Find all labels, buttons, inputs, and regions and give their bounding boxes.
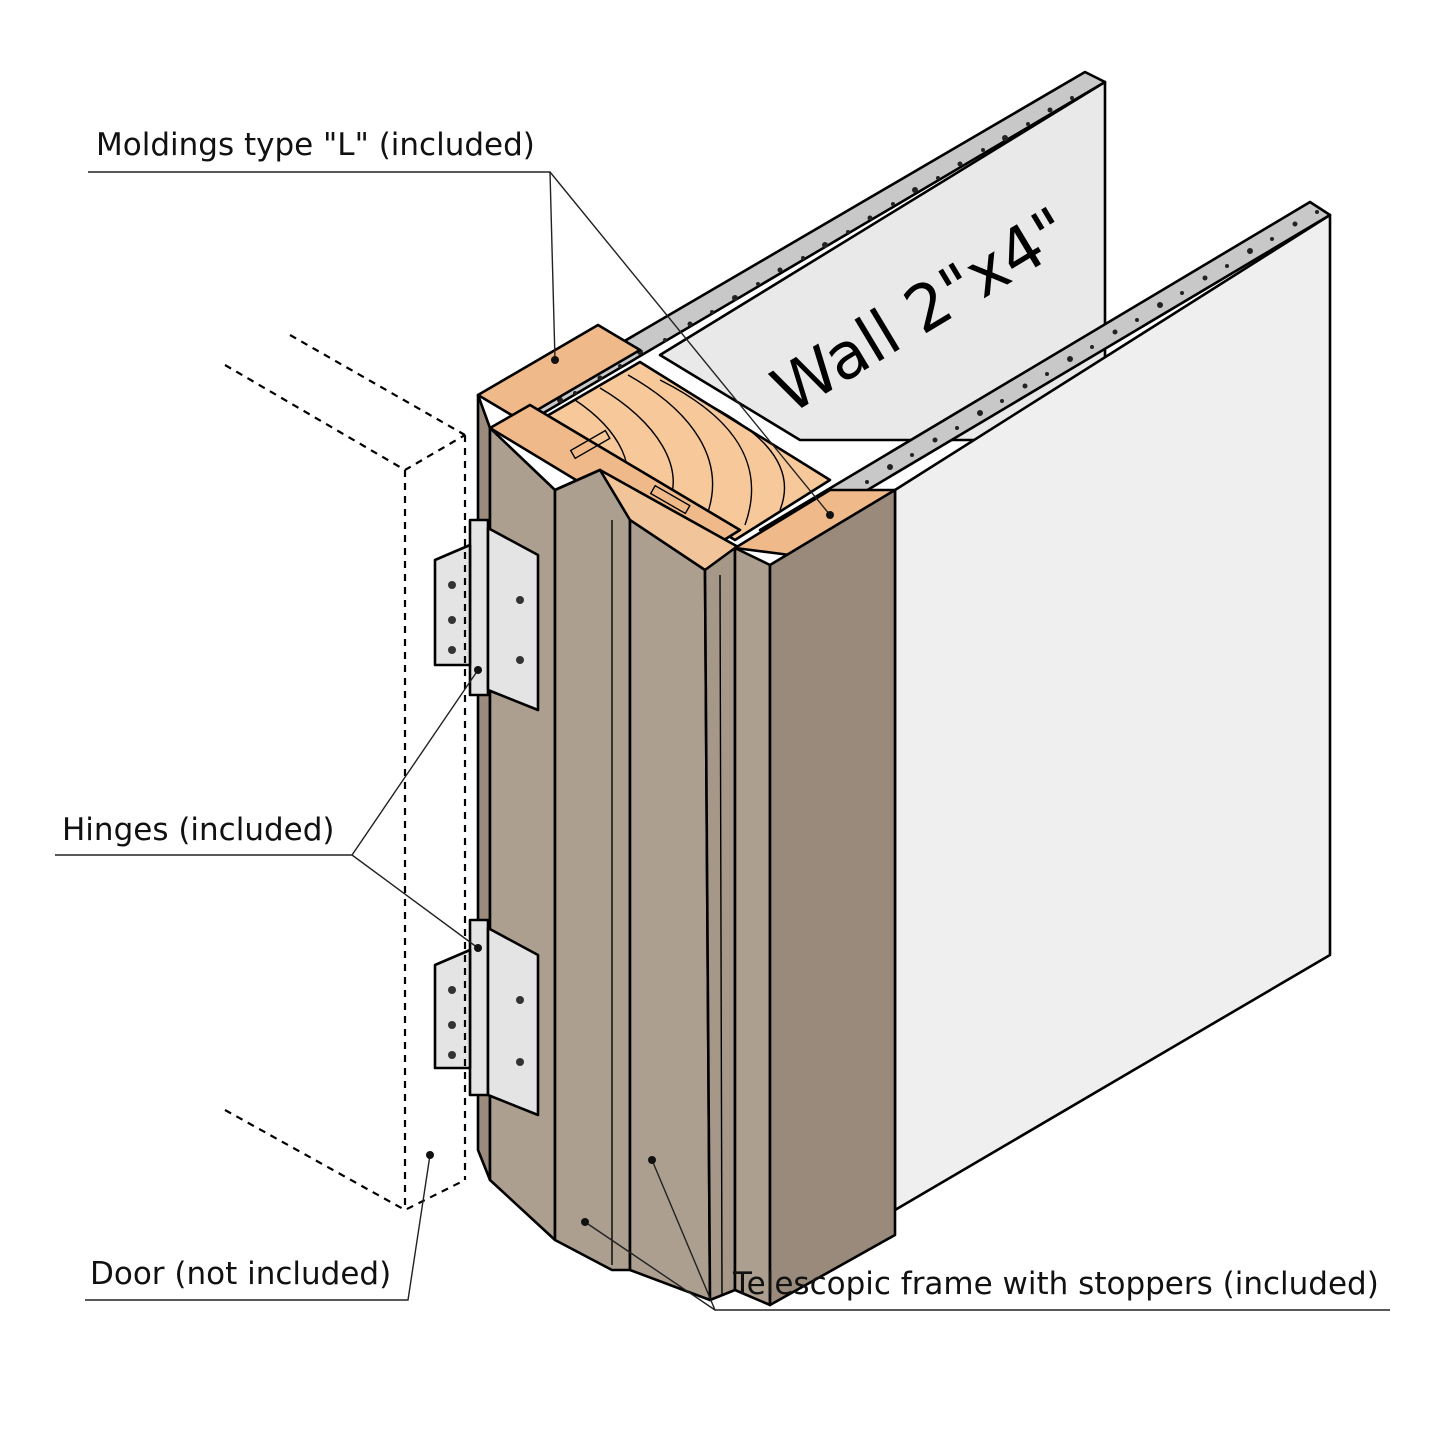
telescopic-frame — [476, 393, 897, 1307]
frame-label: Telescopic frame with stoppers (included… — [732, 1266, 1379, 1302]
hinges-label: Hinges (included) — [62, 812, 335, 848]
back-drywall-panel — [513, 70, 1107, 442]
dot-marker — [551, 356, 559, 364]
dot-marker — [474, 944, 482, 952]
moldings-label: Moldings type "L" (included) — [96, 127, 535, 163]
dot-marker — [426, 1151, 434, 1159]
door-label: Door (not included) — [90, 1256, 391, 1292]
leader-lines — [55, 171, 1390, 1311]
hinge-icon — [433, 518, 540, 712]
gypsum-speckle-back — [557, 96, 1074, 403]
dot-marker — [648, 1156, 656, 1164]
door-outline — [224, 334, 467, 1212]
dot-marker — [581, 1218, 589, 1226]
dot-marker — [826, 511, 834, 519]
dot-marker — [474, 666, 482, 674]
hinge-icon — [433, 918, 540, 1117]
